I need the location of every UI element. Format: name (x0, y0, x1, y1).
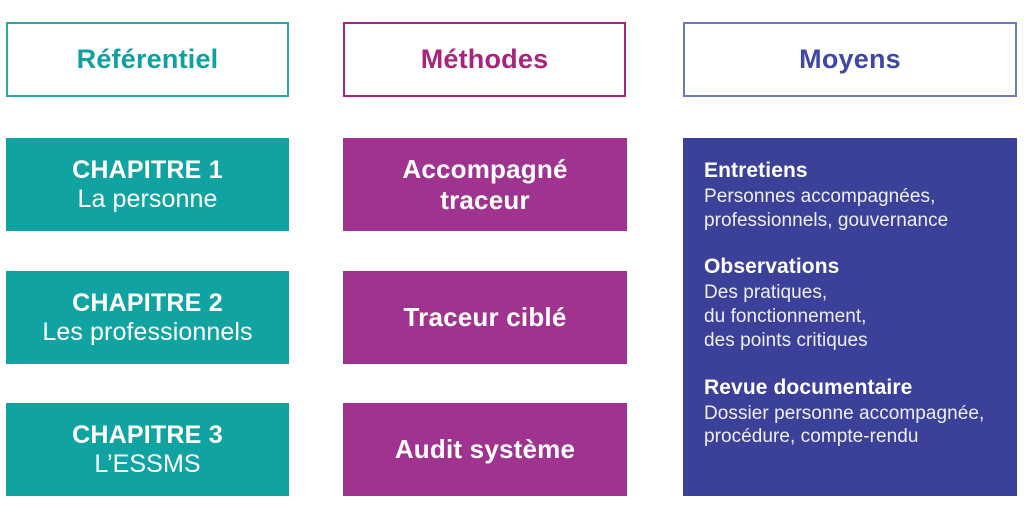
method-box-2: Traceur ciblé (343, 271, 627, 364)
moyens-group-observations-line-1: Des pratiques, (704, 282, 828, 304)
chapter-box-3: CHAPITRE 3 L’ESSMS (6, 403, 289, 496)
chapter-box-3-title: CHAPITRE 3 (72, 420, 223, 449)
moyens-group-observations: Observations Des pratiques, du fonctionn… (704, 254, 999, 352)
moyens-group-observations-line-2: du fonctionnement, (704, 306, 867, 328)
moyens-panel: Entretiens Personnes accompagnées, profe… (683, 138, 1017, 496)
moyens-group-entretiens-line-1: Personnes accompagnées, (704, 185, 936, 207)
method-box-1: Accompagné traceur (343, 138, 627, 231)
chapter-box-3-subtitle: L’ESSMS (94, 449, 201, 478)
chapter-box-1-subtitle: La personne (77, 184, 218, 213)
method-box-1-line2: traceur (440, 184, 530, 215)
column-header-moyens-label: Moyens (799, 44, 901, 74)
moyens-group-entretiens-line-2: professionnels, gouvernance (704, 209, 949, 231)
chapter-box-2-title: CHAPITRE 2 (72, 288, 223, 317)
moyens-group-observations-line-3: des points critiques (704, 329, 868, 351)
method-box-2-line1: Traceur ciblé (403, 302, 567, 333)
chapter-box-1-title: CHAPITRE 1 (72, 155, 223, 184)
method-box-3: Audit système (343, 403, 627, 496)
method-box-3-line1: Audit système (394, 434, 576, 465)
column-header-referentiel: Référentiel (6, 22, 289, 97)
column-header-methodes: Méthodes (343, 22, 626, 97)
method-box-1-line1: Accompagné (402, 154, 568, 185)
column-header-referentiel-label: Référentiel (76, 44, 219, 74)
moyens-group-revue-documentaire-line-2: procédure, compte-rendu (704, 426, 919, 448)
chapter-box-2-subtitle: Les professionnels (42, 317, 253, 346)
moyens-group-observations-title: Observations (704, 255, 840, 279)
moyens-group-revue-documentaire: Revue documentaire Dossier personne acco… (704, 375, 999, 449)
chapter-box-2: CHAPITRE 2 Les professionnels (6, 271, 289, 364)
moyens-group-entretiens: Entretiens Personnes accompagnées, profe… (704, 158, 999, 232)
moyens-group-entretiens-title: Entretiens (704, 159, 808, 182)
moyens-group-revue-documentaire-line-1: Dossier personne accompagnée, (704, 402, 985, 424)
chapter-box-1: CHAPITRE 1 La personne (6, 138, 289, 231)
column-header-moyens: Moyens (683, 22, 1017, 97)
moyens-group-revue-documentaire-title: Revue documentaire (704, 375, 913, 399)
column-header-methodes-label: Méthodes (420, 44, 549, 74)
